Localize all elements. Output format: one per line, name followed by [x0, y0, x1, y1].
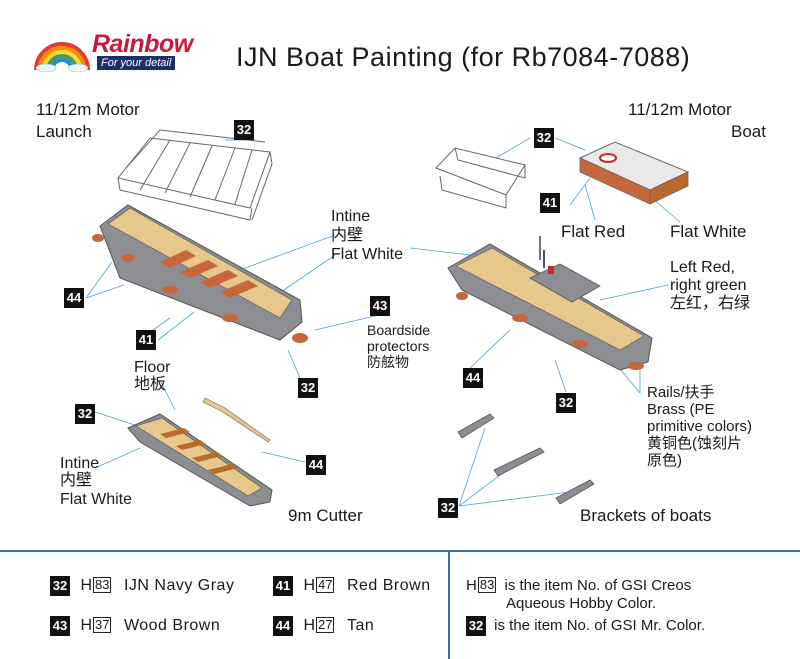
legend-color-name: IJN Navy Gray: [123, 577, 235, 594]
rails-label-cn-1: 黄铜色(蚀刻片: [647, 435, 742, 452]
right-green-label: right green: [670, 277, 747, 294]
flat-red-label: Flat Red: [561, 222, 626, 241]
rails-label-2: Brass (PE: [647, 401, 715, 418]
legend-badge: 41: [273, 576, 293, 596]
motor-boat-deck-cover: [578, 141, 690, 205]
badge-32-brackets: 32: [438, 498, 458, 518]
flat-white-label-cutter: Flat White: [60, 491, 133, 508]
legend-note-h-text-1: is the item No. of GSI Creos: [504, 577, 692, 594]
rails-label-3: primitive colors): [647, 418, 753, 435]
badge-41-motor-boat: 41: [540, 193, 560, 213]
left-red-label: Left Red,: [670, 259, 735, 276]
legend-color-name: Wood Brown: [123, 617, 221, 634]
legend-note-h-prefix: H: [466, 577, 477, 594]
legend-color-name: Red Brown: [346, 577, 431, 594]
boat-illustrations: [85, 129, 690, 507]
rails-label-cn-2: 原色): [647, 452, 682, 469]
flat-white-label-launch: Flat White: [331, 246, 404, 263]
page-title: IJN Boat Painting (for Rb7084-7088): [236, 42, 691, 72]
badge-32-motor-boat-hull: 32: [556, 393, 576, 413]
motor-boat-canopy-frame: [435, 147, 526, 209]
legend-note-h-num: 83: [477, 577, 497, 593]
boardside-label-1: Boardside: [367, 322, 431, 338]
legend-note-h-line-2: Aqueous Hobby Color.: [506, 595, 657, 612]
launch-title-line-2: Launch: [36, 122, 92, 141]
badge-32-launch-canopy: 32: [234, 120, 254, 140]
cutter-title: 9m Cutter: [288, 506, 363, 525]
legend-note-num: 32 is the item No. of GSI Mr. Color.: [466, 616, 706, 637]
legend-badge: 32: [50, 576, 70, 596]
legend-color-name: Tan: [346, 617, 375, 634]
launch-hull: [92, 204, 308, 343]
left-right-label-cn: 左红，右绿: [670, 295, 751, 312]
intine-label-launch-cn: 内壁: [331, 227, 364, 244]
intine-label-launch: Intine: [331, 208, 371, 225]
legend-note-num-text: is the item No. of GSI Mr. Color.: [494, 617, 706, 635]
badge-32-motor-boat-canopy: 32: [534, 128, 554, 148]
badge-41-launch: 41: [136, 330, 156, 350]
launch-title-line-1: 11/12m Motor: [36, 100, 140, 119]
launch-canopy-frame: [117, 129, 273, 221]
badge-32-cutter: 32: [75, 404, 95, 424]
badge-44-launch: 44: [64, 288, 84, 308]
legend-vertical-divider: [448, 552, 450, 659]
brackets-title: Brackets of boats: [580, 506, 712, 525]
badge-43-boardside: 43: [370, 296, 390, 316]
boat-brackets: [457, 413, 595, 505]
flat-white-label-motor-boat: Flat White: [670, 222, 747, 241]
badge-44-cutter: 44: [306, 455, 326, 475]
badge-32-launch-boardside: 32: [298, 378, 318, 398]
rails-label-1: Rails/扶手: [647, 384, 715, 401]
cutter-hull: [127, 397, 273, 507]
logo: [30, 30, 200, 76]
intine-label-cutter-cn: 内壁: [60, 472, 93, 489]
intine-label-cutter: Intine: [60, 455, 100, 472]
badge-44-motor-boat: 44: [463, 368, 483, 388]
legend-badge: 43: [50, 616, 70, 636]
legend-divider: [0, 550, 800, 552]
legend-note-badge: 32: [466, 616, 486, 637]
logo-tagline: For your detail: [97, 56, 176, 70]
logo-wordmark: Rainbow: [92, 30, 193, 58]
legend-badge: 44: [273, 616, 293, 636]
motor-boat-hull: [447, 236, 653, 371]
motor-boat-title-line-2: Boat: [731, 122, 766, 141]
boardside-label-2: protectors: [367, 338, 430, 354]
floor-label-cn: 地板: [134, 376, 167, 393]
motor-boat-title-line-1: 11/12m Motor: [628, 100, 732, 119]
rainbow-logo-icon: [34, 42, 90, 72]
floor-label: Floor: [134, 359, 171, 376]
boardside-label-cn: 防舷物: [367, 354, 409, 370]
